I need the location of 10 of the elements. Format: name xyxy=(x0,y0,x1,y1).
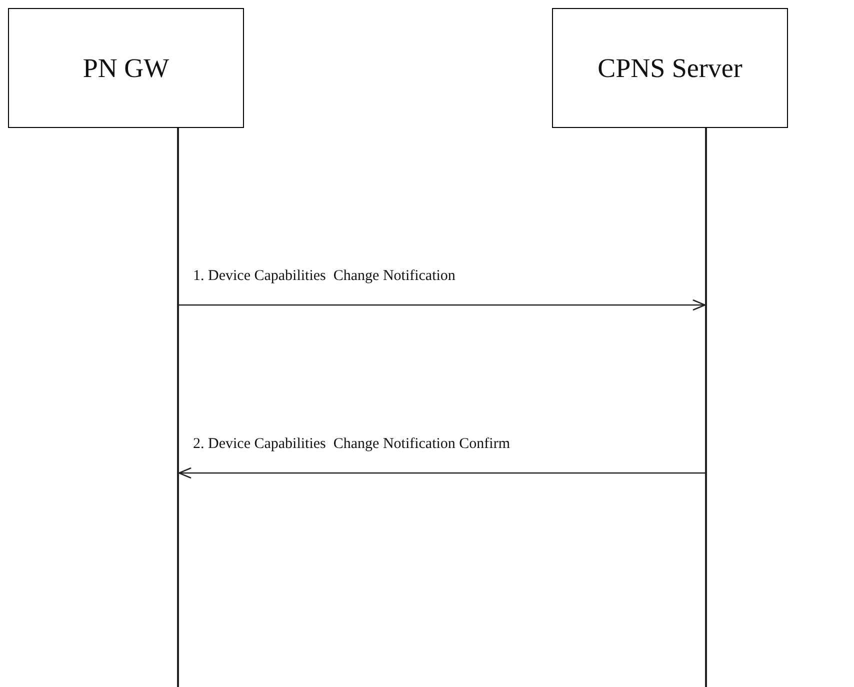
participant-box xyxy=(8,8,244,128)
message-label: 1. Device Capabilities Change Notification xyxy=(193,268,456,285)
participant-name: CPNS Server xyxy=(598,52,742,84)
lifeline xyxy=(705,128,707,687)
message-label: 2. Device Capabilities Change Notification Confirm xyxy=(193,436,510,453)
message-arrow xyxy=(178,467,705,479)
message-arrow xyxy=(179,299,706,311)
lifeline xyxy=(177,128,179,687)
participant-name: PN GW xyxy=(82,52,170,84)
participant-box xyxy=(552,8,788,128)
